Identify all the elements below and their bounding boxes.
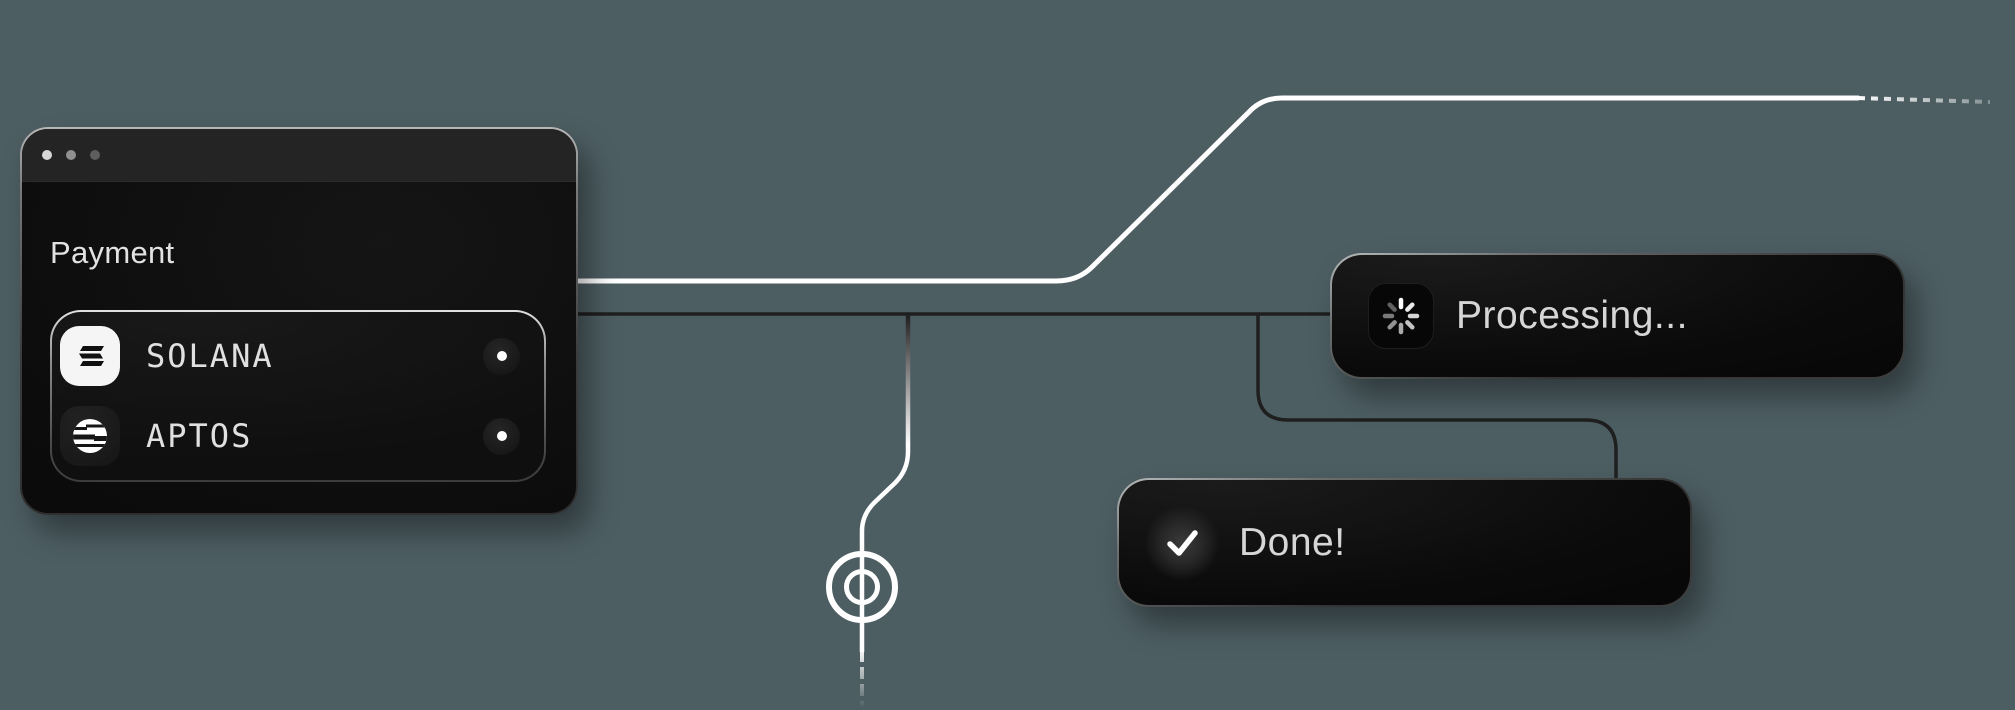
aptos-icon <box>60 406 120 466</box>
checkmark-icon <box>1145 505 1219 580</box>
done-label: Done! <box>1239 520 1346 564</box>
traffic-light-dot[interactable] <box>42 150 52 160</box>
connection-target-circle[interactable] <box>826 551 898 623</box>
white-connector-main <box>575 95 1861 284</box>
traffic-light-dot[interactable] <box>66 150 76 160</box>
spinner-icon <box>1368 283 1434 349</box>
window-header: Payment <box>50 231 534 275</box>
option-label-aptos: APTOS <box>146 417 253 455</box>
option-label-solana: SOLANA <box>146 337 274 375</box>
vertical-connector <box>859 315 911 652</box>
window-titlebar <box>22 129 576 182</box>
solana-icon <box>60 326 120 386</box>
radio-dot <box>496 431 507 441</box>
processing-card[interactable]: Processing... <box>1330 253 1905 379</box>
option-row-solana[interactable]: SOLANA <box>52 316 544 396</box>
window-title: Payment <box>50 235 175 270</box>
done-card[interactable]: Done! <box>1117 478 1692 607</box>
radio-dot <box>496 351 507 361</box>
aptos-radio[interactable] <box>483 417 520 455</box>
payment-window[interactable]: Payment SOLANA <box>20 127 578 515</box>
payment-window-body: Payment SOLANA <box>22 129 576 513</box>
traffic-light-dot[interactable] <box>90 150 100 160</box>
processing-label: Processing... <box>1456 294 1688 337</box>
white-connector-fade <box>1857 96 1991 104</box>
dark-connector-branch <box>1256 314 1618 480</box>
option-row-aptos[interactable]: APTOS <box>52 396 544 476</box>
payment-options-container: SOLANA <box>50 310 546 482</box>
solana-radio[interactable] <box>483 337 520 375</box>
